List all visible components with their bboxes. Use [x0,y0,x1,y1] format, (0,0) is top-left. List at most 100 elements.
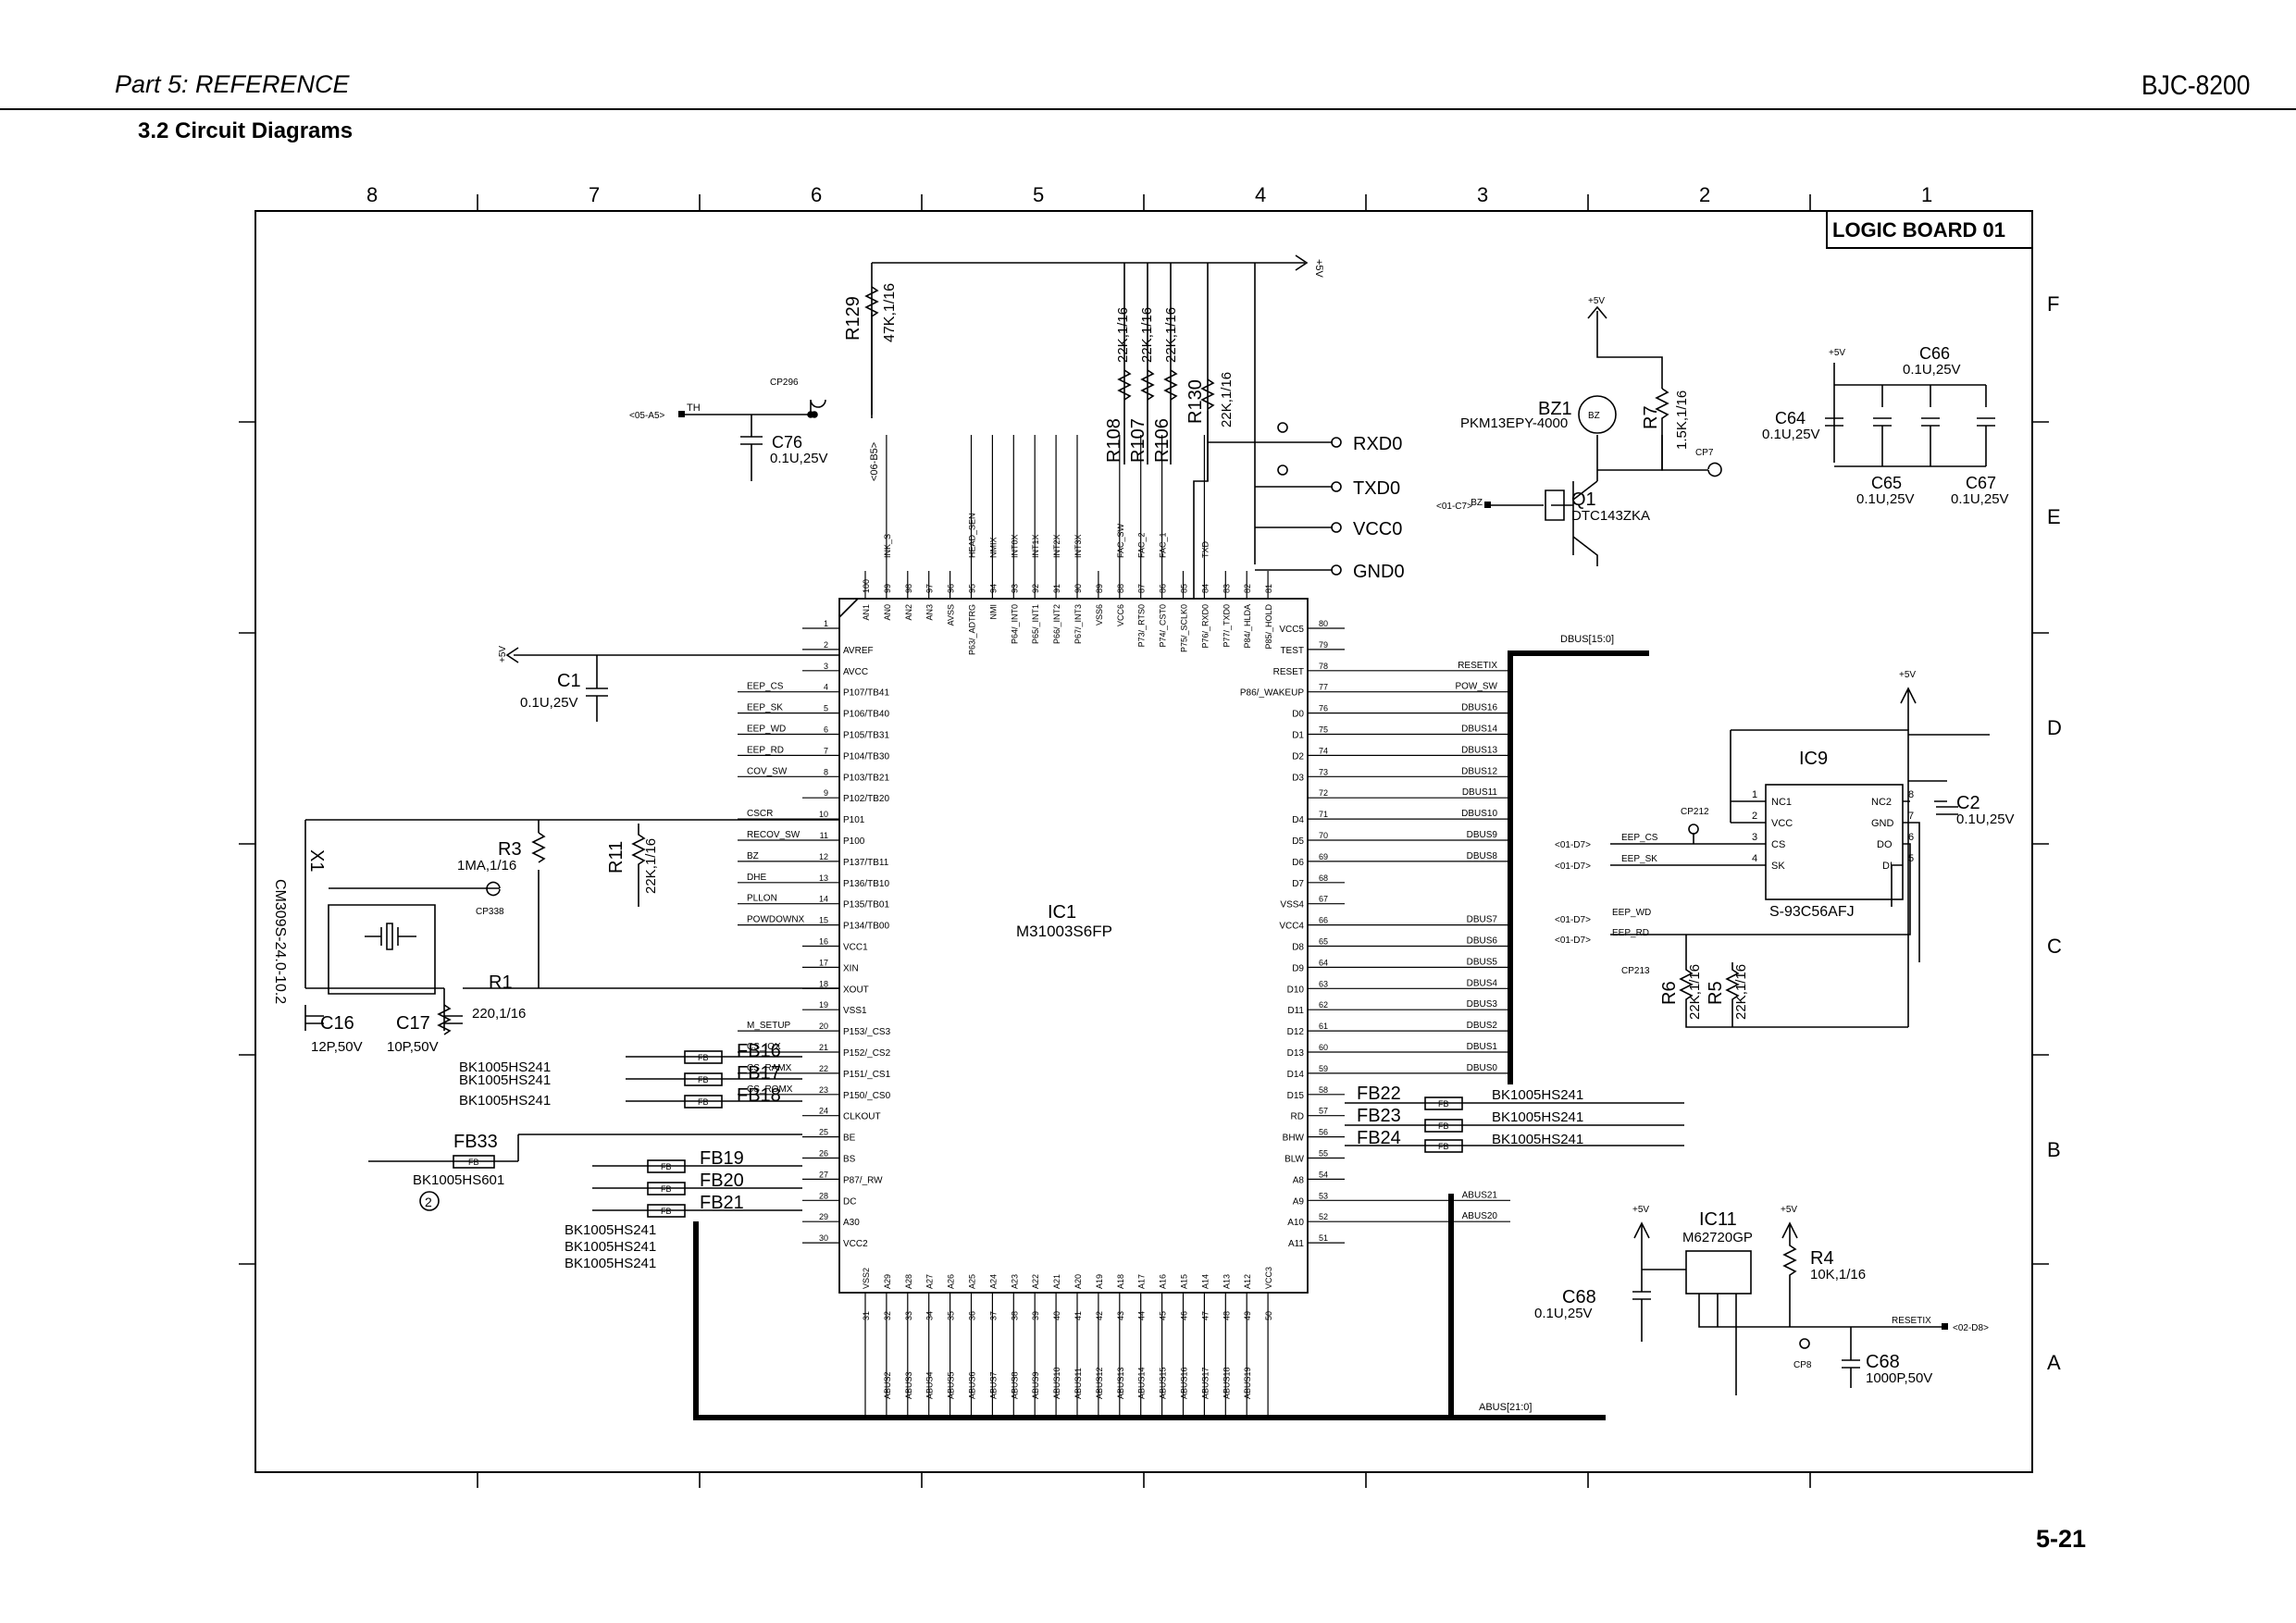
ic1-pin-name: P104/TB30 [843,751,889,762]
ic1-pin-name: P84/_HLDA [1243,604,1252,649]
r7-value: 1.5K,1/16 [1674,390,1690,450]
c2-label: C2 [1956,793,1980,813]
plus5v-c64: +5V [1829,348,1845,358]
q1-part: DTC143ZKA [1571,508,1650,524]
ic1-pin-num: 60 [1319,1043,1328,1052]
top-rail [871,262,1305,564]
r130-label: R130 [1185,379,1206,424]
r106-label: R106 [1152,418,1173,463]
c17-label: C17 [396,1013,430,1034]
ic1-pin-name: A21 [1052,1274,1061,1289]
ic1-net-left: EEP_RD [747,745,784,755]
ic1-pin-name: P73/_RTS0 [1137,604,1147,647]
ic1-pin-name: P101 [843,815,865,825]
ic1-pin-name: P152/_CS2 [843,1048,891,1059]
ic1-pin-name: D5 [1292,836,1304,847]
ic1-pin-num: 23 [819,1085,828,1095]
ic1-net-right: DBUS16 [1461,703,1497,713]
svg-text:CP213: CP213 [1621,966,1650,976]
ic1-pins: 12AVREF3AVCC4P107/TB41EEP_CS5P106/TB40EE… [738,435,1510,1418]
c67-value: 0.1U,25V [1951,491,2009,507]
ic1-pin-name: P153/_CS3 [843,1027,891,1037]
ic1-net-top: FAC_2 [1137,532,1147,558]
ic1-pin-num: 75 [1319,725,1328,735]
ic1-pin-name: VCC3 [1264,1267,1273,1289]
ic1-pin-name: P134/TB00 [843,922,889,932]
ic1-pin-name: P85/_HOLD [1264,604,1273,650]
ic1-pin-name: AVCC [843,667,868,677]
ic1-pin-num: 14 [819,895,828,904]
r6-r5 [1679,935,1908,1028]
svg-text:8: 8 [1908,789,1914,800]
ic1-net-bottom: ABUS5 [947,1371,956,1399]
ic1-pin-num: 100 [862,579,871,593]
ic1-pin-name: A12 [1243,1274,1252,1289]
ic1-pin-num: 85 [1180,584,1189,593]
fb18-label: FB18 [737,1085,781,1106]
svg-text:DO: DO [1877,839,1893,850]
ic1-pin-num: 5 [824,704,828,713]
bk-16: BK1005HS241 [459,1059,551,1075]
svg-text:EEP_WD: EEP_WD [1612,908,1651,918]
ic1-pin-num: 54 [1319,1170,1328,1179]
rxd0-label: RXD0 [1353,434,1402,454]
svg-text:DI: DI [1882,861,1893,872]
ic1-net-left: DHE [747,873,766,883]
bz-text: BZ [1588,411,1600,421]
ic1-pin-name: VSS2 [862,1268,871,1289]
ic1-pin-name: A24 [988,1274,998,1289]
svg-text:+5V: +5V [498,646,508,663]
ic1-net-top: INT3X [1074,534,1083,558]
r4-value: 10K,1/16 [1810,1267,1866,1282]
bk-24: BK1005HS241 [1492,1132,1583,1147]
ic1-pin-num: 39 [1031,1311,1040,1320]
ic1-net-top: INT1X [1031,534,1040,558]
svg-text:<01-D7>: <01-D7> [1555,840,1591,850]
ic1-pin-name: A26 [947,1274,956,1289]
zone-col-5: 5 [1033,183,1044,206]
ic1-net-left: PLLON [747,894,777,904]
ic1-pin-num: 29 [819,1212,828,1221]
ic1-pin-name: VCC4 [1279,922,1304,932]
ferrite-bead-text: FB [1438,1142,1449,1151]
zone-row-B: B [2047,1138,2061,1161]
ic1-net-left: COV_SW [747,766,788,776]
ic1-net-right: DBUS1 [1467,1042,1498,1052]
ic1-pin-num: 61 [1319,1022,1328,1031]
c1-cap [514,654,839,722]
ic1-pin-name: D0 [1292,710,1304,720]
ic1-net-right: DBUS2 [1467,1021,1498,1031]
ic1-net-right: DBUS11 [1462,787,1498,798]
r108-label: R108 [1104,418,1124,463]
svg-text:GND: GND [1871,818,1894,829]
fb22-label: FB22 [1357,1084,1401,1104]
ic1-pin-name: NMI [988,604,998,620]
r129-value: 47K,1/16 [882,283,898,342]
svg-text:<02-D8>: <02-D8> [1953,1323,1989,1333]
ic1-pin-name: P103/TB21 [843,773,889,783]
r1-label: R1 [489,973,513,993]
ic1-pin-num: 89 [1095,584,1104,593]
svg-text:NC1: NC1 [1771,797,1792,808]
bk-18: BK1005HS241 [459,1093,551,1109]
ic1-net-right: DBUS0 [1467,1063,1498,1073]
c17-value: 10P,50V [387,1039,439,1055]
r11-label: R11 [606,841,627,873]
ferrite-bead [647,1182,686,1196]
r108-value: 22K,1/16 [1115,307,1131,363]
ic1-pin-num: 31 [862,1311,871,1320]
ic1-pin-num: 98 [904,584,913,593]
svg-text:<06-B5>: <06-B5> [869,442,880,481]
ic1-net-right: DBUS7 [1467,915,1498,925]
ferrite-bead [684,1072,723,1086]
ic1-pin-name: A25 [968,1274,977,1289]
ic1-pin-name: A27 [925,1274,935,1289]
plus5v-ic11a: +5V [1632,1205,1649,1215]
svg-text:SK: SK [1771,861,1785,872]
ic1-pin-name: P100 [843,836,865,847]
ic1-ref: IC1 [1048,902,1076,923]
zone-row-F: F [2047,292,2059,316]
ic1-net-left: CS_ROMX [747,1084,793,1095]
ic1-pin-name: A8 [1293,1175,1305,1185]
svg-text:EEP_SK: EEP_SK [1621,854,1657,864]
